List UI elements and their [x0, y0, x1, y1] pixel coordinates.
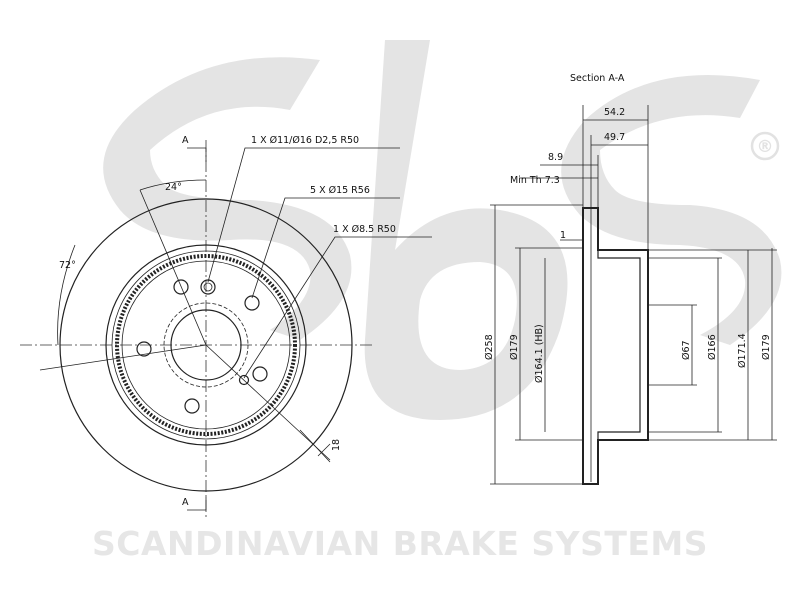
- dim-inner-diameter: Ø179: [509, 334, 520, 360]
- svg-text:®: ®: [757, 137, 774, 157]
- dim-hat-outer: Ø171.4: [737, 333, 748, 368]
- locating-hole: [200, 279, 216, 295]
- dim-outer-diameter: Ø258: [484, 334, 495, 360]
- dim-total-height: 54.2: [604, 107, 625, 118]
- dim-hat-flange: Ø179: [761, 334, 772, 360]
- dim-hat-height: 49.7: [604, 132, 625, 143]
- center-bore: [170, 309, 242, 381]
- registered-mark: ®: [750, 131, 780, 161]
- disc-profile: [582, 207, 649, 485]
- sbs-logo-watermark: [103, 40, 782, 420]
- friction-ring-inner: [105, 244, 307, 446]
- disc-outer-edge: [59, 198, 353, 492]
- bolt-hole: [184, 398, 200, 414]
- hub-pcd: [163, 302, 249, 388]
- section-marker-bottom: A: [182, 497, 189, 508]
- bolt-hole: [244, 295, 260, 311]
- dim-hb: Ø164.1 (HB): [534, 324, 545, 383]
- dim-thickness: 8.9: [548, 152, 563, 163]
- dim-hat-diameter: Ø166: [707, 334, 718, 360]
- angle-large-label: 72°: [59, 260, 76, 271]
- section-view: Section A-A 54.2 49.7 8.9 Min Th 7.3 1 Ø…: [484, 73, 777, 485]
- hole-note-1: 1 X Ø11/Ø16 D2,5 R50: [251, 135, 359, 146]
- small-hole: [238, 374, 250, 386]
- dim-center-bore: Ø67: [681, 340, 692, 360]
- front-view: A A 24° 72° 1 X Ø11/Ø16 D2,5: [20, 135, 432, 520]
- bolt-hole: [136, 341, 152, 357]
- bolt-hole: [173, 279, 189, 295]
- dim-min-thickness: Min Th 7.3: [510, 175, 560, 186]
- radial-dim-label: 18: [331, 439, 342, 451]
- angle-small-label: 24°: [165, 182, 182, 193]
- hole-note-2: 5 X Ø15 R56: [310, 185, 370, 196]
- brand-text: SCANDINAVIAN BRAKE SYSTEMS: [92, 524, 708, 563]
- section-marker-top: A: [182, 135, 189, 146]
- bolt-hole: [252, 366, 268, 382]
- section-title: Section A-A: [570, 73, 625, 84]
- hat-serration: [115, 254, 297, 436]
- dim-offset: 1: [560, 230, 566, 241]
- hole-note-3: 1 X Ø8.5 R50: [333, 224, 396, 235]
